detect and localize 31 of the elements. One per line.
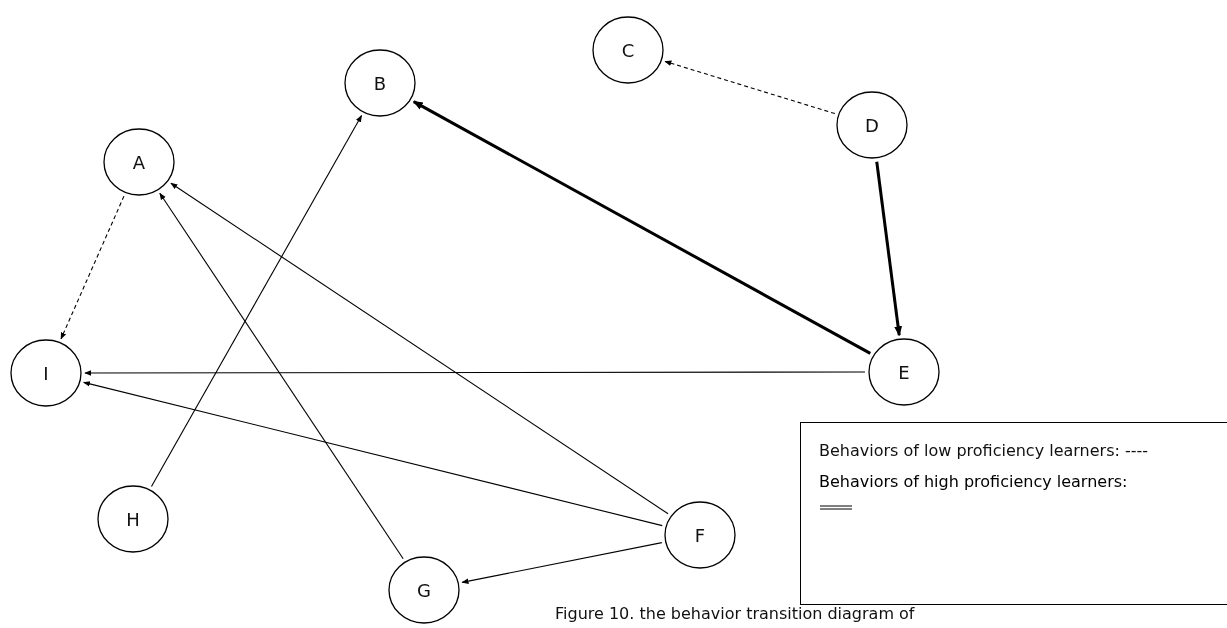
arrow: [461, 542, 663, 584]
arrow: [60, 195, 125, 340]
state-label: C: [621, 39, 635, 61]
state-circle: [868, 338, 940, 406]
state-circle: [344, 49, 416, 117]
arrow: [150, 115, 363, 487]
state-circle: [664, 501, 736, 569]
state-label: D: [865, 114, 879, 136]
arrow: [83, 381, 663, 527]
state-circle: [388, 556, 460, 624]
arrow: [84, 370, 866, 376]
state-label: F: [694, 524, 706, 546]
state-label: E: [898, 361, 910, 383]
figure-caption: Figure 10. the behavior transition diagram of: [555, 604, 915, 623]
state-circle: [836, 91, 908, 159]
state-label: I: [43, 362, 49, 384]
state-label: B: [373, 72, 387, 94]
legend-text: Behaviors of low proficiency learners: ----: [819, 440, 1149, 462]
state-circle: [97, 485, 169, 553]
legend-text: Behaviors of high proficiency learners:: [819, 472, 1128, 491]
state-circle: [592, 16, 664, 84]
state-label: A: [132, 151, 146, 173]
arrow: [664, 60, 836, 115]
state-label: G: [417, 579, 431, 601]
state-circle: [10, 339, 82, 407]
arrow: [412, 100, 871, 355]
arrow: [170, 182, 669, 515]
state-label: H: [126, 508, 140, 530]
state-circle: [103, 128, 175, 196]
arrow: [159, 192, 404, 560]
arrow: [875, 161, 903, 337]
